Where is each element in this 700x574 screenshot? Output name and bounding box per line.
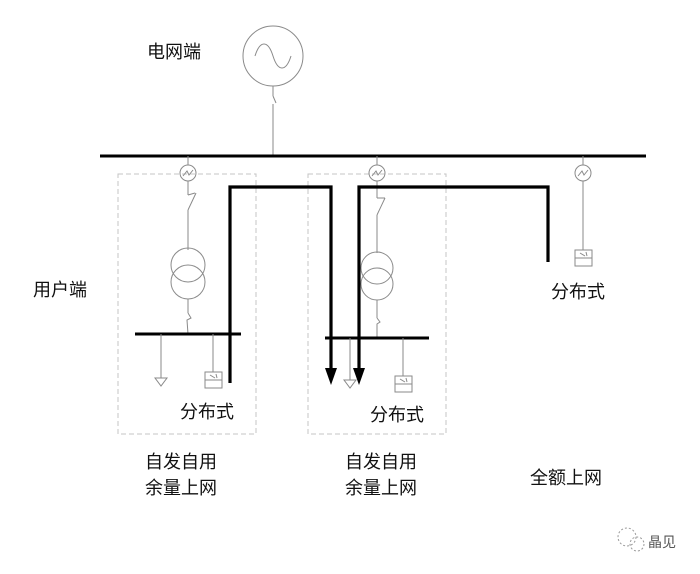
- arrow-down-icon: [325, 368, 337, 385]
- wechat-logo-icon: [617, 527, 645, 552]
- distributed-label-1: 分布式: [180, 402, 234, 423]
- grid-side-label: 电网端: [147, 42, 201, 63]
- user-box-1: [117, 173, 257, 435]
- watermark-text: 晶见: [648, 535, 676, 551]
- transformer-icon: [170, 247, 206, 300]
- transformer-icon: [360, 251, 394, 301]
- generator-switch: [272, 86, 277, 156]
- mode-2-line2: 余量上网: [345, 478, 417, 499]
- branch-1: [135, 156, 241, 389]
- distributed-label-2: 分布式: [370, 405, 424, 426]
- pv-panel-icon: [394, 375, 413, 393]
- user-side-label: 用户端: [33, 280, 87, 301]
- ac-generator-icon: [242, 25, 304, 87]
- mode-1-line2: 余量上网: [145, 478, 217, 499]
- mode-1-line1: 自发自用: [145, 452, 217, 473]
- mode-3-label: 全额上网: [530, 468, 602, 489]
- ground-icon: [154, 377, 168, 387]
- power-flow-1: [228, 185, 333, 383]
- mode-2-line1: 自发自用: [345, 452, 417, 473]
- branch-3: [574, 156, 593, 267]
- pv-panel-icon: [204, 371, 223, 389]
- ground-icon: [343, 379, 357, 389]
- arrow-down-icon: [353, 368, 365, 385]
- distributed-label-3: 分布式: [551, 282, 605, 303]
- branch-2: [325, 156, 429, 393]
- pv-panel-icon: [574, 249, 593, 267]
- power-flow-2: [357, 185, 550, 372]
